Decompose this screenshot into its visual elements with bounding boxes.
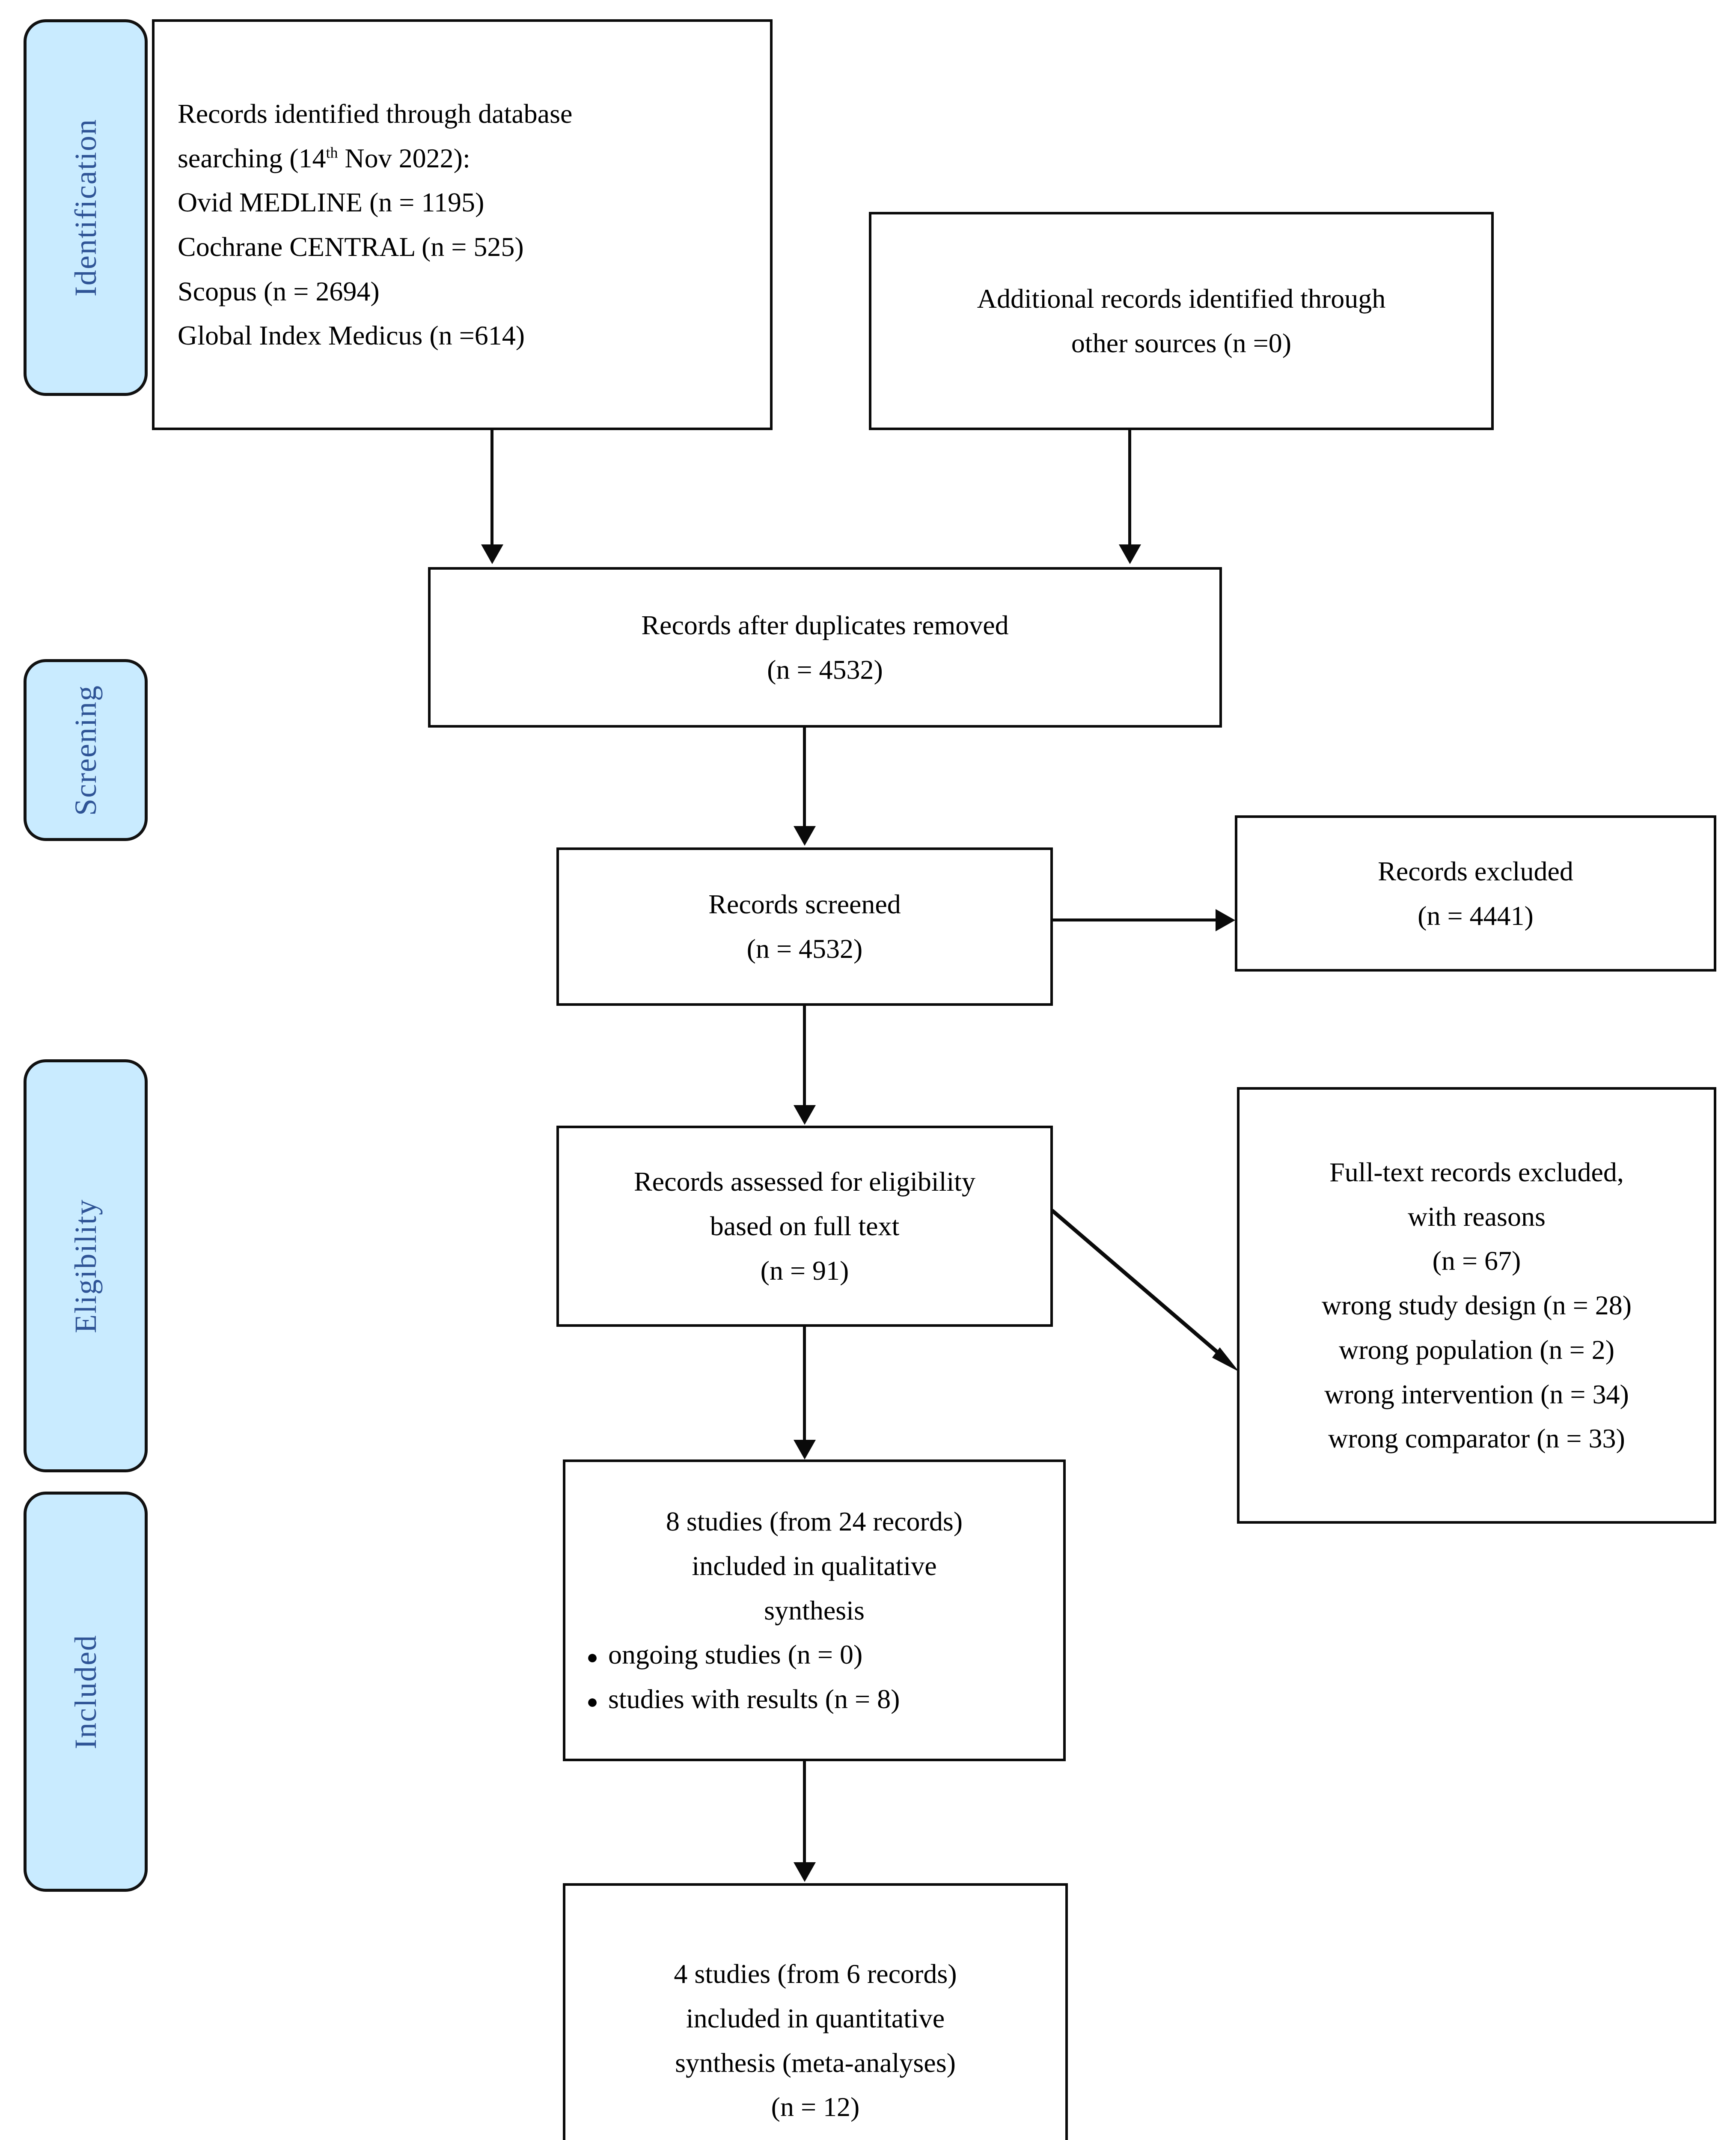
connector-qualitative-to-quantitative xyxy=(803,1761,806,1864)
arrowhead-screened-to-excluded xyxy=(1216,909,1235,931)
db-line-1: Records identified through database xyxy=(178,98,573,129)
fulltext-reason-wrong-intervention: wrong intervention (n = 34) xyxy=(1324,1379,1629,1409)
arrowhead-eligibility-to-qualitative xyxy=(794,1440,816,1459)
screened-line-2: (n = 4532) xyxy=(746,933,863,964)
db-line-2: searching (14th Nov 2022): xyxy=(178,136,759,181)
qualitative-bullet-ongoing-studies: ● ongoing studies (n = 0) xyxy=(577,1632,1052,1677)
qualitative-bullet-1-text: ongoing studies (n = 0) xyxy=(608,1639,863,1670)
fulltext-reason-wrong-comparator: wrong comparator (n = 33) xyxy=(1328,1423,1625,1454)
excluded-line-1: Records excluded xyxy=(1378,856,1573,886)
phase-label-included: Included xyxy=(68,1634,103,1749)
arrowhead-qualitative-to-quantitative xyxy=(794,1862,816,1882)
phase-chip-included: Included xyxy=(24,1492,148,1892)
fulltext-reason-wrong-study-design: wrong study design (n = 28) xyxy=(1321,1290,1632,1321)
phase-label-identification: Identification xyxy=(68,119,103,297)
fulltext-line-2: with reasons xyxy=(1408,1201,1546,1232)
bullet-dot-icon: ● xyxy=(586,1691,598,1712)
db-line-cochrane-central: Cochrane CENTRAL (n = 525) xyxy=(178,232,524,262)
connector-database-to-duplicates xyxy=(490,430,493,546)
connector-eligibility-to-qualitative xyxy=(803,1327,806,1442)
phase-chip-eligibility: Eligibility xyxy=(24,1059,148,1472)
fulltext-line-1: Full-text records excluded, xyxy=(1329,1157,1624,1188)
qualitative-line-1: 8 studies (from 24 records) xyxy=(666,1506,963,1537)
excluded-line-2: (n = 4441) xyxy=(1418,900,1534,931)
phase-chip-identification: Identification xyxy=(24,19,148,396)
arrowhead-screened-to-eligibility xyxy=(794,1105,816,1125)
duplicates-line-2: (n = 4532) xyxy=(767,654,883,685)
db-line-ovid-medline: Ovid MEDLINE (n = 1195) xyxy=(178,187,485,218)
box-additional-records-other-sources: Additional records identified through ot… xyxy=(869,212,1494,430)
box-fulltext-records-excluded: Full-text records excluded, with reasons… xyxy=(1237,1087,1716,1524)
connector-other-sources-to-duplicates xyxy=(1128,430,1131,546)
box-qualitative-synthesis: 8 studies (from 24 records) included in … xyxy=(563,1459,1066,1761)
db-line-scopus: Scopus (n = 2694) xyxy=(178,276,380,306)
connector-screened-to-eligibility xyxy=(803,1006,806,1107)
eligibility-line-2: based on full text xyxy=(710,1211,900,1242)
connector-duplicates-to-screened xyxy=(803,728,806,828)
arrowhead-other-sources-to-duplicates xyxy=(1119,544,1141,564)
qualitative-bullet-2-text: studies with results (n = 8) xyxy=(608,1684,900,1714)
db-date-ordinal-suffix: th xyxy=(326,144,338,161)
phase-label-screening: Screening xyxy=(68,684,103,816)
box-records-excluded: Records excluded (n = 4441) xyxy=(1235,815,1716,972)
quantitative-line-3: synthesis (meta-analyses) xyxy=(675,2047,956,2078)
qualitative-bullet-studies-with-results: ● studies with results (n = 8) xyxy=(577,1677,1052,1721)
arrowhead-duplicates-to-screened xyxy=(794,826,816,846)
qualitative-line-2: included in qualitative xyxy=(692,1550,937,1581)
other-sources-line-1: Additional records identified through xyxy=(977,283,1386,314)
db-line-2-post: Nov 2022): xyxy=(338,143,470,173)
quantitative-line-4: (n = 12) xyxy=(771,2092,860,2122)
db-line-2-pre: searching (14 xyxy=(178,143,326,173)
eligibility-line-3: (n = 91) xyxy=(760,1255,849,1286)
qualitative-line-3: synthesis xyxy=(764,1595,865,1626)
fulltext-reason-wrong-population: wrong population (n = 2) xyxy=(1339,1334,1614,1365)
eligibility-line-1: Records assessed for eligibility xyxy=(633,1166,976,1197)
arrowhead-database-to-duplicates xyxy=(481,544,503,564)
connector-eligibility-to-fulltext-excluded xyxy=(1051,1209,1239,1372)
phase-label-eligibility: Eligibility xyxy=(68,1198,103,1333)
db-line-global-index-medicus: Global Index Medicus (n =614) xyxy=(178,320,525,351)
box-records-after-duplicates-removed: Records after duplicates removed (n = 45… xyxy=(428,567,1222,728)
box-records-assessed-eligibility: Records assessed for eligibility based o… xyxy=(556,1126,1053,1327)
duplicates-line-1: Records after duplicates removed xyxy=(641,609,1009,640)
quantitative-line-1: 4 studies (from 6 records) xyxy=(674,1959,957,1989)
box-records-identified-database: Records identified through database sear… xyxy=(152,19,773,430)
phase-chip-screening: Screening xyxy=(24,659,148,841)
quantitative-line-2: included in quantitative xyxy=(686,2003,945,2033)
bullet-dot-icon: ● xyxy=(586,1646,598,1668)
box-quantitative-synthesis: 4 studies (from 6 records) included in q… xyxy=(563,1883,1068,2140)
screened-line-1: Records screened xyxy=(708,889,901,920)
fulltext-line-3: (n = 67) xyxy=(1432,1245,1521,1276)
other-sources-line-2: other sources (n =0) xyxy=(1071,328,1292,358)
connector-screened-to-excluded xyxy=(1053,918,1216,921)
box-records-screened: Records screened (n = 4532) xyxy=(556,847,1053,1006)
